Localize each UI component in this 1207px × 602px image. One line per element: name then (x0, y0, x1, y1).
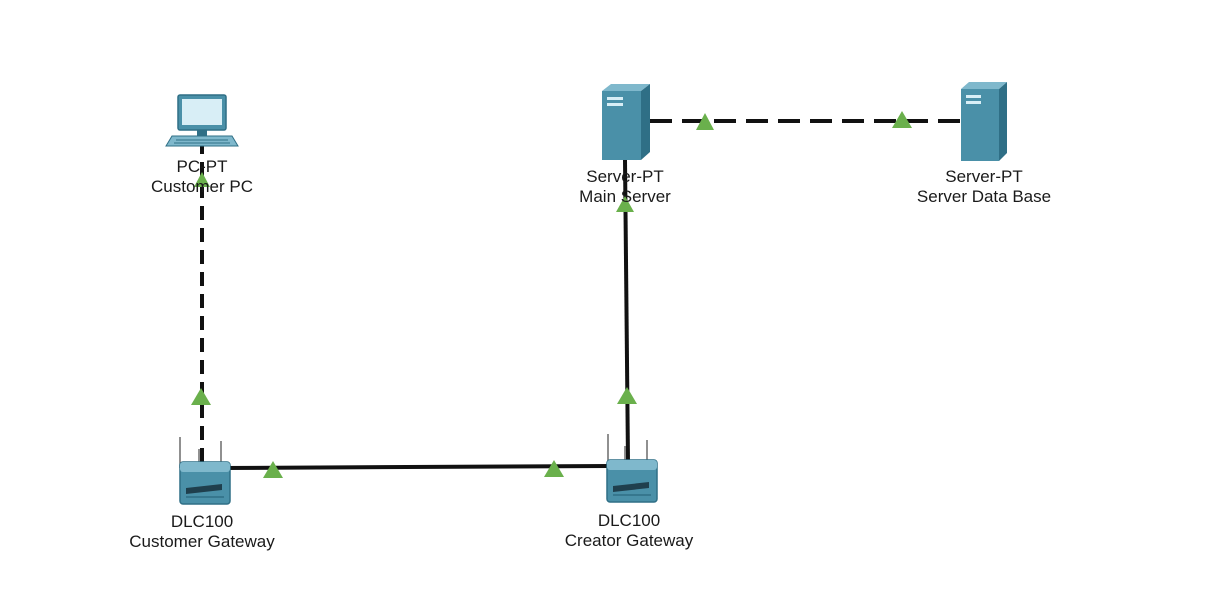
device-label-creator-gateway: DLC100 Creator Gateway (565, 511, 694, 551)
device-name: Customer PC (150, 177, 254, 196)
device-creator-gateway[interactable] (606, 434, 658, 503)
server-icon (961, 82, 1007, 161)
device-label-customer-pc: PC-PT Customer PC (151, 157, 253, 197)
device-model: PC-PT (176, 157, 228, 176)
device-label-customer-gateway: DLC100 Customer Gateway (129, 512, 275, 552)
device-main-server[interactable] (602, 84, 650, 160)
link-up-indicator (191, 388, 211, 405)
device-name: Customer Gateway (129, 532, 275, 551)
device-name: Creator Gateway (564, 531, 694, 550)
wireless-router-icon (606, 434, 658, 503)
link-up-indicator (696, 113, 714, 130)
device-model: DLC100 (597, 511, 661, 530)
device-label-main-server: Server-PT Main Server (579, 167, 671, 207)
wireless-router-icon (179, 437, 231, 505)
device-server-data-base[interactable] (961, 82, 1007, 161)
link-customer-gateway-to-creator-gateway[interactable] (219, 464, 611, 470)
device-model: Server-PT (586, 167, 664, 186)
device-label-server-data-base: Server-PT Server Data Base (917, 167, 1051, 207)
link-up-indicator (194, 172, 210, 187)
device-name: Server Data Base (916, 187, 1052, 206)
device-name: Main Server (579, 187, 671, 206)
link-up-indicator (617, 387, 637, 404)
link-up-indicator (616, 196, 634, 212)
device-model: DLC100 (170, 512, 234, 531)
link-up-indicator (892, 111, 912, 128)
device-customer-gateway[interactable] (179, 437, 231, 505)
device-customer-pc[interactable] (165, 94, 239, 147)
server-icon (602, 84, 650, 160)
link-up-indicator (263, 461, 283, 478)
link-status-indicators (191, 111, 912, 478)
link-up-indicator (544, 460, 564, 477)
pc-icon (165, 94, 239, 147)
device-model: Server-PT (945, 167, 1023, 186)
